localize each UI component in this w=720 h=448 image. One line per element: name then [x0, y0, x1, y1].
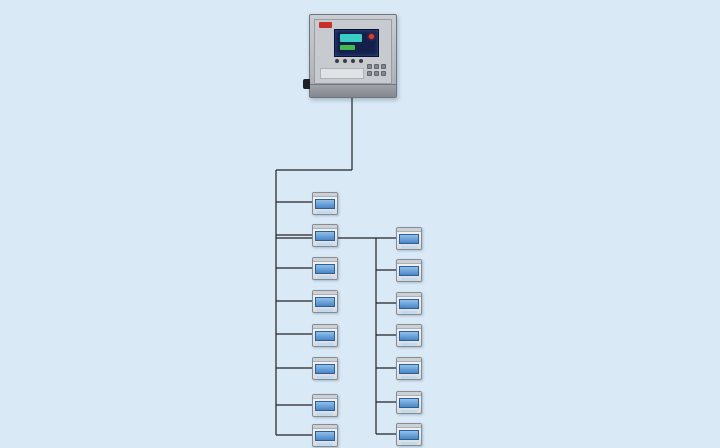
detector-node: [312, 357, 338, 380]
panel-button-icon: [343, 59, 347, 63]
button-row: [335, 59, 363, 63]
detector-cap: [397, 392, 421, 396]
detector-display: [399, 299, 419, 309]
detector-cap: [313, 225, 337, 229]
detector-display: [399, 398, 419, 408]
detector-node: [396, 259, 422, 282]
detector-base: [317, 343, 333, 346]
detector-base: [317, 243, 333, 246]
detector-cap: [397, 424, 421, 428]
side-knob: [303, 79, 310, 89]
detector-node: [312, 424, 338, 447]
controller-display: [334, 29, 379, 57]
detector-display: [399, 430, 419, 440]
display-digits: [340, 34, 362, 42]
detector-display: [315, 331, 335, 341]
detector-display: [315, 199, 335, 209]
detector-cap: [313, 358, 337, 362]
detector-display: [399, 364, 419, 374]
detector-cap: [397, 358, 421, 362]
detector-base: [317, 211, 333, 214]
detector-cap: [313, 425, 337, 429]
detector-cap: [397, 293, 421, 297]
detector-display: [315, 264, 335, 274]
detector-node: [312, 224, 338, 247]
detector-cap: [397, 325, 421, 329]
detector-cap: [313, 193, 337, 197]
keypad-key-icon: [367, 71, 372, 76]
detector-base: [317, 443, 333, 446]
detector-node: [312, 394, 338, 417]
keypad-key-icon: [374, 71, 379, 76]
panel-button-icon: [335, 59, 339, 63]
keypad-key-icon: [381, 71, 386, 76]
detector-node: [312, 257, 338, 280]
detector-base: [317, 309, 333, 312]
panel-button-icon: [351, 59, 355, 63]
detector-cap: [313, 325, 337, 329]
alarm-controller: [303, 14, 397, 98]
detector-cap: [397, 260, 421, 264]
detector-node: [396, 227, 422, 250]
detector-node: [396, 324, 422, 347]
detector-base: [401, 246, 417, 249]
detector-base: [401, 442, 417, 445]
detector-node: [396, 423, 422, 446]
detector-display: [315, 297, 335, 307]
detector-cap: [397, 228, 421, 232]
detector-display: [315, 231, 335, 241]
detector-cap: [313, 395, 337, 399]
detector-display: [315, 431, 335, 441]
detector-base: [317, 376, 333, 379]
detector-base: [401, 311, 417, 314]
detector-base: [401, 376, 417, 379]
keypad-key-icon: [374, 64, 379, 69]
detector-node: [396, 292, 422, 315]
detector-base: [401, 410, 417, 413]
detector-cap: [313, 258, 337, 262]
detector-node: [312, 192, 338, 215]
detector-node: [396, 391, 422, 414]
detector-display: [399, 234, 419, 244]
detector-display: [399, 266, 419, 276]
detector-cap: [313, 291, 337, 295]
detector-display: [315, 364, 335, 374]
controller-front-panel: [314, 19, 392, 84]
detector-node: [312, 324, 338, 347]
display-status-row: [340, 45, 355, 50]
label-strip: [320, 68, 364, 79]
detector-base: [317, 413, 333, 416]
alarm-led-icon: [369, 34, 374, 39]
keypad-key-icon: [381, 64, 386, 69]
detector-base: [401, 343, 417, 346]
keypad: [367, 64, 387, 79]
detector-display: [315, 401, 335, 411]
detector-node: [312, 290, 338, 313]
detector-display: [399, 331, 419, 341]
panel-button-icon: [359, 59, 363, 63]
keypad-key-icon: [367, 64, 372, 69]
detector-base: [401, 278, 417, 281]
detector-base: [317, 276, 333, 279]
detector-node: [396, 357, 422, 380]
brand-mark: [319, 22, 332, 28]
controller-base: [310, 84, 396, 97]
